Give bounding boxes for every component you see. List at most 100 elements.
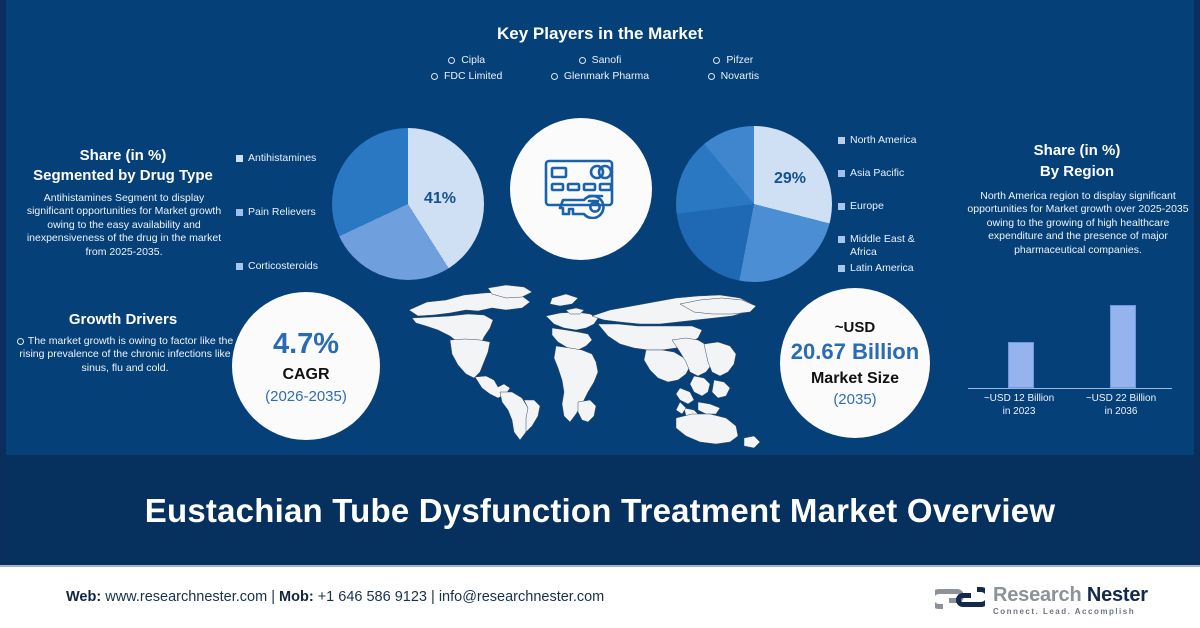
right-edge-accent bbox=[1194, 0, 1200, 565]
key-player-label: Pifzer bbox=[726, 54, 754, 66]
legend-label: North America bbox=[850, 134, 917, 146]
region-pie-data-label: 29% bbox=[774, 170, 807, 187]
market-size-currency: ~USD bbox=[834, 318, 876, 336]
legend-label: Corticosteroids bbox=[248, 260, 319, 272]
logo-name-part2: Nester bbox=[1086, 583, 1148, 606]
key-player-item: Novartis bbox=[667, 70, 800, 82]
key-player-item: Sanofi bbox=[533, 54, 666, 66]
key-player-label: Sanofi bbox=[591, 54, 622, 66]
bar-label-2036-line1: ~USD 22 Billion bbox=[1085, 393, 1157, 404]
footer-separator-2: | bbox=[431, 589, 435, 605]
footer-web-value[interactable]: www.researchnester.com bbox=[105, 589, 268, 605]
drug-type-title-line2: Segmented by Drug Type bbox=[33, 167, 213, 185]
legend-label: Asia Pacific bbox=[850, 167, 905, 179]
growth-drivers-text: The market growth is owing to factor lik… bbox=[19, 335, 234, 374]
drug-type-panel-body: Antihistamines Segment to display signif… bbox=[26, 192, 222, 258]
drug-type-panel-title: Share (in %) Segmented by Drug Type bbox=[8, 146, 238, 187]
left-edge-accent bbox=[0, 0, 6, 565]
bar-label-2036: ~USD 22 Billion in 2036 bbox=[1070, 392, 1172, 418]
legend-item: Antihistamines bbox=[236, 152, 318, 164]
legend-swatch-icon bbox=[838, 203, 845, 210]
key-players-list: Cipla Sanofi Pifzer FDC Limited Glenmark… bbox=[400, 54, 800, 82]
legend-item: North America bbox=[838, 134, 924, 146]
footer-web-label: Web: bbox=[66, 589, 102, 605]
region-title-line1: Share (in %) bbox=[1033, 142, 1121, 159]
footer-separator-1: | bbox=[271, 589, 276, 605]
bar-label-2023-line2: in 2023 bbox=[1002, 406, 1036, 417]
legend-item: Asia Pacific bbox=[838, 167, 924, 179]
legend-label: Middle East & Africa bbox=[850, 233, 915, 259]
world-map bbox=[380, 280, 780, 450]
logo-tagline: Connect. Lead. Accomplish bbox=[993, 606, 1136, 616]
market-size-year: (2035) bbox=[833, 390, 877, 408]
legend-label: Europe bbox=[850, 200, 884, 212]
footer-background-band bbox=[0, 565, 1200, 628]
cagr-period: (2026-2035) bbox=[265, 387, 347, 405]
key-players-title: Key Players in the Market bbox=[497, 24, 703, 43]
circle-bullet-icon bbox=[713, 56, 721, 64]
circle-bullet-icon bbox=[448, 56, 456, 64]
bar-chart-axis bbox=[968, 388, 1172, 389]
legend-label: Pain Relievers bbox=[248, 206, 316, 218]
cagr-value: 4.7% bbox=[272, 327, 340, 360]
logo-mark-icon bbox=[929, 583, 991, 618]
bar-label-2036-line2: in 2036 bbox=[1104, 406, 1138, 417]
legend-label: Antihistamines bbox=[248, 152, 317, 164]
footer-divider bbox=[0, 565, 1200, 567]
market-size-stat-circle: ~USD 20.67 Billion Market Size (2035) bbox=[780, 288, 930, 438]
legend-swatch-icon bbox=[838, 265, 845, 273]
key-player-item: Glenmark Pharma bbox=[533, 70, 666, 82]
bar-label-2023-line1: ~USD 12 Billion bbox=[983, 393, 1055, 404]
market-size-value: 20.67 Billion bbox=[790, 338, 920, 364]
circle-bullet-icon bbox=[707, 72, 715, 80]
footer-contact: Web: www.researchnester.com | Mob: +1 64… bbox=[66, 589, 604, 605]
bar-chart-labels: ~USD 12 Billion in 2023 ~USD 22 Billion … bbox=[968, 392, 1172, 418]
key-player-label: Glenmark Pharma bbox=[563, 70, 650, 82]
market-size-label: Market Size bbox=[810, 369, 900, 387]
region-panel-title: Share (in %) By Region bbox=[962, 140, 1192, 182]
market-size-bar-chart: ~USD 12 Billion in 2023 ~USD 22 Billion … bbox=[968, 300, 1172, 418]
bar-label-2023: ~USD 12 Billion in 2023 bbox=[968, 392, 1070, 418]
bar-2023 bbox=[1008, 342, 1034, 388]
growth-drivers-body: The market growth is owing to factor lik… bbox=[16, 335, 234, 375]
key-player-item: Cipla bbox=[400, 54, 533, 66]
legend-swatch-icon bbox=[838, 170, 845, 177]
legend-swatch-icon bbox=[236, 209, 243, 216]
drug-type-pie-chart bbox=[332, 128, 484, 280]
legend-item: Latin America bbox=[838, 262, 924, 274]
legend-item: Middle East & Africa bbox=[838, 233, 924, 259]
drug-type-legend: Antihistamines Pain Relievers Corticoste… bbox=[236, 152, 318, 314]
key-player-item: Pifzer bbox=[667, 54, 800, 66]
bar-2036 bbox=[1110, 305, 1136, 388]
circle-bullet-icon bbox=[16, 337, 24, 345]
region-legend: North America Asia Pacific Europe Middle… bbox=[838, 134, 924, 295]
drug-type-pie-data-label: 41% bbox=[424, 190, 457, 207]
legend-item: Pain Relievers bbox=[236, 206, 318, 218]
logo-name-part1: Research bbox=[993, 583, 1082, 606]
logo-name: Research Nester bbox=[993, 585, 1148, 605]
cagr-label: CAGR bbox=[282, 365, 330, 383]
research-nester-logo[interactable]: Research Nester Connect. Lead. Accomplis… bbox=[929, 582, 1148, 618]
center-icon-badge bbox=[510, 118, 652, 260]
footer-mob-value[interactable]: +1 646 586 9123 bbox=[317, 589, 427, 605]
region-panel-body: North America region to display signific… bbox=[967, 190, 1189, 256]
key-player-label: FDC Limited bbox=[443, 70, 503, 82]
legend-label: Latin America bbox=[850, 262, 914, 275]
main-title: Eustachian Tube Dysfunction Treatment Ma… bbox=[144, 492, 1056, 529]
region-pie-chart bbox=[676, 126, 832, 282]
card-key-icon bbox=[540, 155, 622, 224]
key-player-label: Cipla bbox=[461, 54, 486, 66]
growth-drivers-title: Growth Drivers bbox=[68, 311, 178, 328]
circle-bullet-icon bbox=[578, 56, 586, 64]
cagr-stat-circle: 4.7% CAGR (2026-2035) bbox=[232, 292, 380, 440]
legend-swatch-icon bbox=[236, 155, 243, 162]
footer-email[interactable]: info@researchnester.com bbox=[438, 589, 605, 605]
circle-bullet-icon bbox=[550, 72, 558, 80]
key-player-label: Novartis bbox=[720, 70, 760, 82]
title-background-band bbox=[0, 455, 1200, 565]
legend-item: Corticosteroids bbox=[236, 260, 318, 272]
key-player-item: FDC Limited bbox=[400, 70, 533, 82]
bar-plot-area bbox=[968, 300, 1172, 388]
footer-mob-label: Mob: bbox=[279, 589, 314, 605]
